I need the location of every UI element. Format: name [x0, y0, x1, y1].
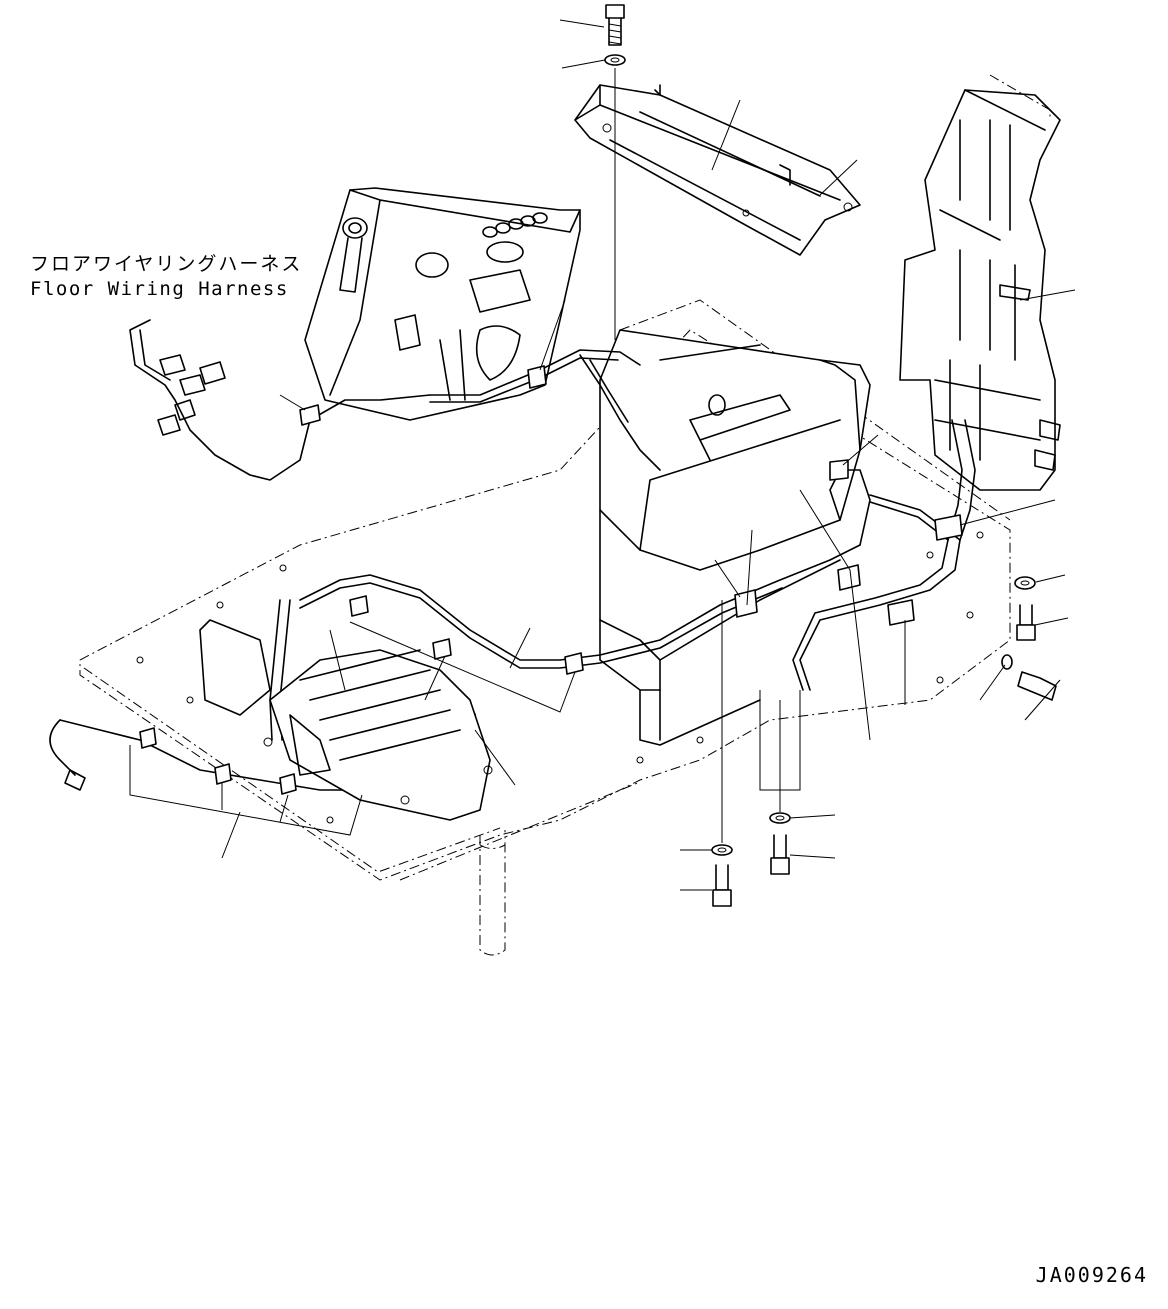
- panel-cover: [574, 84, 861, 256]
- drawing-number: JA009264: [1035, 1263, 1148, 1287]
- title-english: Floor Wiring Harness: [30, 278, 289, 300]
- lower-left-unit: [199, 619, 493, 821]
- title-japanese: フロアワイヤリングハーネス: [30, 253, 303, 275]
- diagram-title: フロアワイヤリングハーネス Floor Wiring Harness: [30, 255, 302, 299]
- central-controller-box: [599, 329, 871, 746]
- left-console: [304, 187, 581, 421]
- leader-lines: [129, 19, 1076, 891]
- hardware-top-bolt: [604, 4, 626, 340]
- right-controller-rack: [899, 74, 1061, 491]
- support-post: [479, 830, 506, 956]
- hardware-lower-bolts: [711, 576, 1057, 907]
